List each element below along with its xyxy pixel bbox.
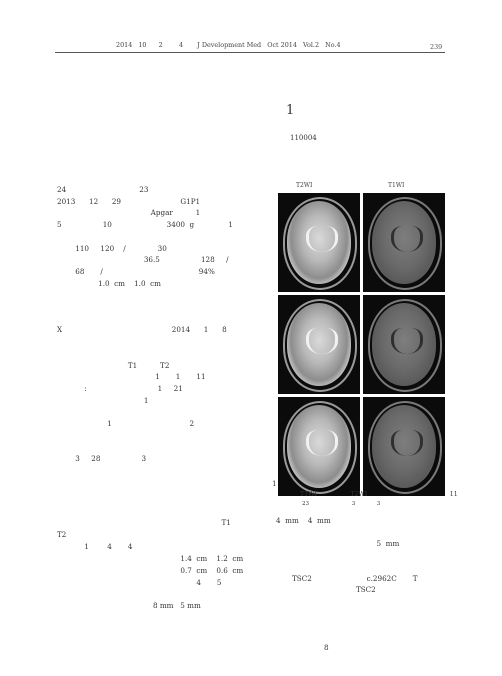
left-lower-line: 1.4 cm 1.2 cm (57, 553, 244, 563)
left-column-line: 5 10 3400 g 1 (57, 220, 233, 230)
figure-caption-line-1: T1WI T2WI 11 (300, 491, 458, 498)
left-column-line: : 1 21 (57, 383, 183, 393)
left-lower-line: 1 4 4 (57, 541, 133, 551)
left-column-line: 110 120 / 30 (57, 243, 167, 253)
article-title: 1 (286, 103, 295, 118)
mri-panel-t2-2 (278, 295, 360, 394)
article-affiliation: 110004 (290, 134, 317, 142)
mri-panel-t1-1 (363, 193, 445, 292)
left-column-line: 3 28 3 (57, 454, 147, 464)
left-column-line: T1 T2 (57, 360, 170, 370)
left-lower-line: 4 5 (57, 577, 222, 587)
left-column-line: 1 2 (57, 419, 195, 428)
header-rule (55, 52, 445, 53)
left-column-line: Apgar 1 (57, 208, 201, 218)
figure-label-t2wi: T2WI (296, 182, 313, 189)
left-column-line: 1 1 11 (57, 372, 206, 382)
left-lower-line: T1 (57, 518, 231, 527)
mri-panel-t2-3 (278, 397, 360, 496)
right-column-line: TSC2 c.2962C T (276, 573, 418, 583)
journal-header: 2014 10 2 4 J Development Med Oct 2014 V… (116, 41, 341, 49)
left-column-line: 1.0 cm 1.0 cm (57, 278, 161, 288)
right-column-line: 4 mm 4 mm (276, 516, 331, 525)
figure-caption-line-2: 23 3 3 (302, 501, 381, 507)
mri-panel-t1-3 (363, 397, 445, 496)
left-column-line: 2013 12 29 G1P1 (57, 196, 201, 206)
page-number: 239 (430, 43, 443, 51)
mri-panel-t1-2 (363, 295, 445, 394)
figure-number: 1 (272, 479, 277, 488)
mri-panel-t2-1 (278, 193, 360, 292)
right-column-line: TSC2 (276, 585, 376, 594)
left-column-line: 36.5 128 / (57, 255, 229, 265)
right-column-line: 8 (276, 642, 329, 652)
right-column-line: 5 mm (276, 539, 400, 548)
left-column-line: 1 (57, 395, 149, 405)
left-column-line: X 2014 1 8 (57, 325, 227, 335)
figure-label-t1wi: T1WI (388, 182, 405, 189)
left-column-line: 68 / 94% (57, 266, 215, 276)
left-lower-line: 8 mm 5 mm (57, 601, 201, 611)
left-lower-line: T2 (57, 529, 67, 539)
left-column-line: 24 23 (57, 185, 149, 194)
left-lower-line: 0.7 cm 0.6 cm (57, 565, 244, 575)
